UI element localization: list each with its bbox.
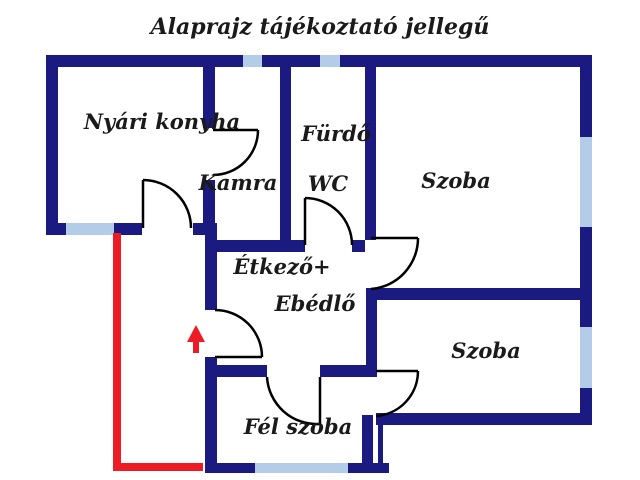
entrance-route <box>113 233 203 471</box>
wall-nyarikonyha-kamra-b <box>203 180 215 235</box>
window-felszoba <box>255 463 348 473</box>
wall-etkezo-szoba-also <box>366 288 377 373</box>
room-label-ebedlo: Ebédlő <box>274 291 356 316</box>
wall-nyarikonyha-bottom-b <box>114 223 142 235</box>
wall-szoba-divider <box>366 288 592 300</box>
wall-felszoba-right-lower <box>362 415 373 473</box>
window-top-kamra <box>243 55 262 67</box>
door-kamra <box>212 128 260 177</box>
wall-nyarikonyha-bottom-a <box>46 223 66 235</box>
door-wc <box>303 196 354 246</box>
entrance-arrow-head <box>187 325 205 342</box>
wall-etkezo-top-stub <box>352 240 365 252</box>
window-right-szoba-also <box>580 327 592 388</box>
room-label-fel-szoba: Fél szoba <box>243 414 352 439</box>
wall-felszoba-bottom-b <box>348 463 374 473</box>
doors <box>141 128 420 426</box>
door-szoba-also <box>375 369 420 418</box>
wall-etkezo-left <box>205 235 217 310</box>
wall-outer-top <box>46 55 592 67</box>
wall-felszoba-top-a <box>205 365 267 377</box>
wall-kamra-furdo <box>280 67 291 252</box>
door-etkezo-entrance <box>214 308 264 359</box>
window-right-szoba-felso <box>580 137 592 227</box>
room-label-szoba-felso: Szoba <box>421 168 490 193</box>
wall-felszoba-left <box>205 362 217 473</box>
wall-nook-right <box>378 425 383 463</box>
wall-nook-bottom <box>362 463 389 473</box>
entrance-arrow-icon <box>187 325 205 353</box>
wall-felszoba-bottom-a <box>205 463 255 473</box>
page-title: Alaprajz tájékoztató jellegű <box>149 14 490 40</box>
windows <box>66 55 592 473</box>
wall-nyarikonyha-kamra-a <box>203 67 215 128</box>
room-label-szoba-also: Szoba <box>451 338 520 363</box>
door-nyari-konyha <box>141 178 193 229</box>
wall-szoba-also-bottom <box>376 413 592 425</box>
room-label-etkezo: Étkező+ <box>232 254 330 279</box>
room-label-furdo: Fürdő <box>300 121 371 146</box>
room-label-wc: WC <box>308 171 349 196</box>
wall-outer-left <box>46 67 58 235</box>
wall-etkezo-top <box>208 240 305 252</box>
room-label-nyari-konyha: Nyári konyha <box>83 109 240 134</box>
door-felszoba <box>265 376 322 426</box>
wall-wc-szoba <box>365 67 376 240</box>
window-nyarikonyha <box>66 223 114 235</box>
wall-felszoba-top-b <box>320 365 377 377</box>
window-top-furdo <box>320 55 340 67</box>
door-szoba-felso <box>370 236 420 291</box>
room-label-kamra: Kamra <box>198 170 278 195</box>
